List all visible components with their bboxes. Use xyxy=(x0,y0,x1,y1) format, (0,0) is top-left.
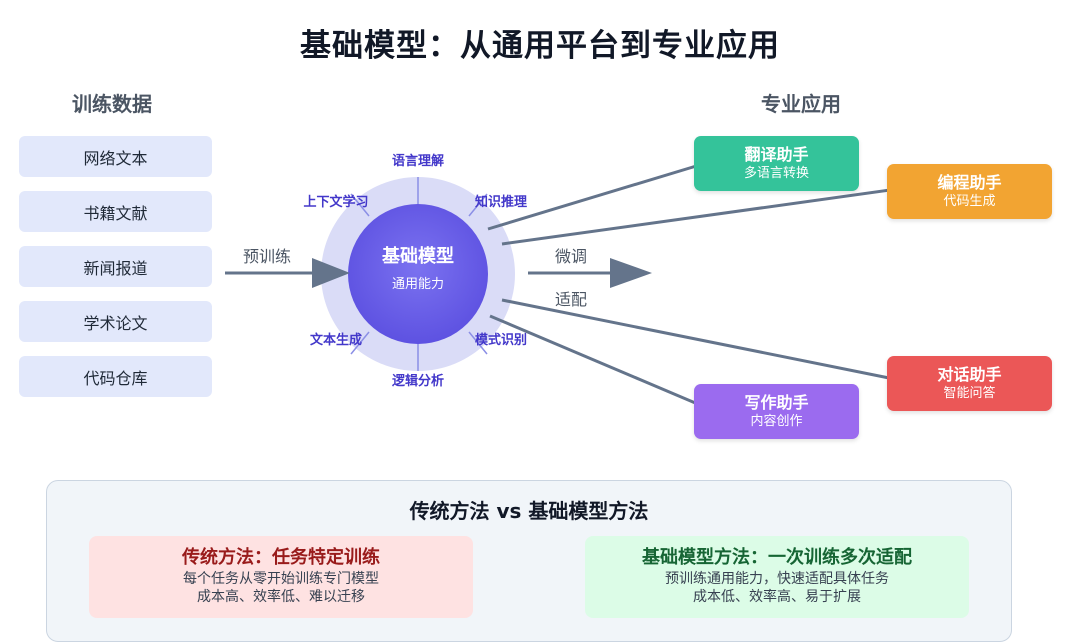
app-chat-desc: 智能问答 xyxy=(943,386,996,401)
adapt-label: 适配 xyxy=(555,290,588,309)
traditional-approach-line-1: 每个任务从零开始训练专门模型 xyxy=(183,571,379,587)
finetune-label: 微调 xyxy=(555,247,588,266)
applications-heading: 专业应用 xyxy=(761,92,841,116)
training-item-papers: 学术论文 xyxy=(19,301,212,342)
capability-logical-analysis: 逻辑分析 xyxy=(391,374,444,389)
pretrain-label: 预训练 xyxy=(243,247,292,266)
app-writing-desc: 内容创作 xyxy=(750,414,803,429)
training-item-web-text: 网络文本 xyxy=(19,136,212,177)
app-coding: 编程助手 代码生成 xyxy=(887,164,1052,219)
capability-language-understanding: 语言理解 xyxy=(391,154,444,169)
capability-text-generation: 文本生成 xyxy=(309,333,362,348)
model-core xyxy=(348,204,488,344)
connector-coding xyxy=(501,179,923,246)
app-translation-name: 翻译助手 xyxy=(744,145,809,164)
app-coding-desc: 代码生成 xyxy=(943,194,996,209)
model-subtitle: 通用能力 xyxy=(391,277,444,292)
page-title: 基础模型：从通用平台到专业应用 xyxy=(300,28,780,64)
connector-chat xyxy=(501,298,923,390)
foundation-approach-card: 基础模型方法：一次训练多次适配 预训练通用能力，快速适配具体任务 成本低、效率高… xyxy=(585,536,969,618)
traditional-approach-title: 传统方法：任务特定训练 xyxy=(182,547,380,568)
training-item-books: 书籍文献 xyxy=(19,191,212,232)
comparison-panel: 传统方法 vs 基础模型方法 传统方法：任务特定训练 每个任务从零开始训练专门模… xyxy=(46,480,1012,642)
training-data-heading: 训练数据 xyxy=(72,92,152,116)
capability-knowledge-reasoning: 知识推理 xyxy=(474,195,527,210)
foundation-approach-line-2: 成本低、效率高、易于扩展 xyxy=(693,589,861,605)
capability-pattern-recognition: 模式识别 xyxy=(474,333,527,348)
model-name: 基础模型 xyxy=(382,246,454,267)
foundation-approach-line-1: 预训练通用能力，快速适配具体任务 xyxy=(665,571,889,587)
app-coding-name: 编程助手 xyxy=(937,173,1002,192)
app-chat: 对话助手 智能问答 xyxy=(887,356,1052,411)
traditional-approach-line-2: 成本高、效率低、难以迁移 xyxy=(197,589,365,605)
connector-translation xyxy=(487,152,730,231)
finetune-arrowhead xyxy=(610,258,652,288)
comparison-title: 传统方法 vs 基础模型方法 xyxy=(409,499,649,523)
capability-in-context-learning: 上下文学习 xyxy=(303,195,369,210)
app-translation-desc: 多语言转换 xyxy=(743,166,809,181)
capability-dividers xyxy=(350,177,488,371)
diagram-canvas xyxy=(225,152,923,419)
app-translation: 翻译助手 多语言转换 xyxy=(694,136,859,191)
app-writing-name: 写作助手 xyxy=(744,393,809,412)
connector-writing xyxy=(489,314,730,419)
app-writing: 写作助手 内容创作 xyxy=(694,384,859,439)
training-item-code: 代码仓库 xyxy=(19,356,212,397)
training-item-news: 新闻报道 xyxy=(19,246,212,287)
foundation-approach-title: 基础模型方法：一次训练多次适配 xyxy=(642,547,912,568)
traditional-approach-card: 传统方法：任务特定训练 每个任务从零开始训练专门模型 成本高、效率低、难以迁移 xyxy=(89,536,473,618)
app-chat-name: 对话助手 xyxy=(937,365,1002,384)
pretrain-arrowhead xyxy=(312,258,350,288)
